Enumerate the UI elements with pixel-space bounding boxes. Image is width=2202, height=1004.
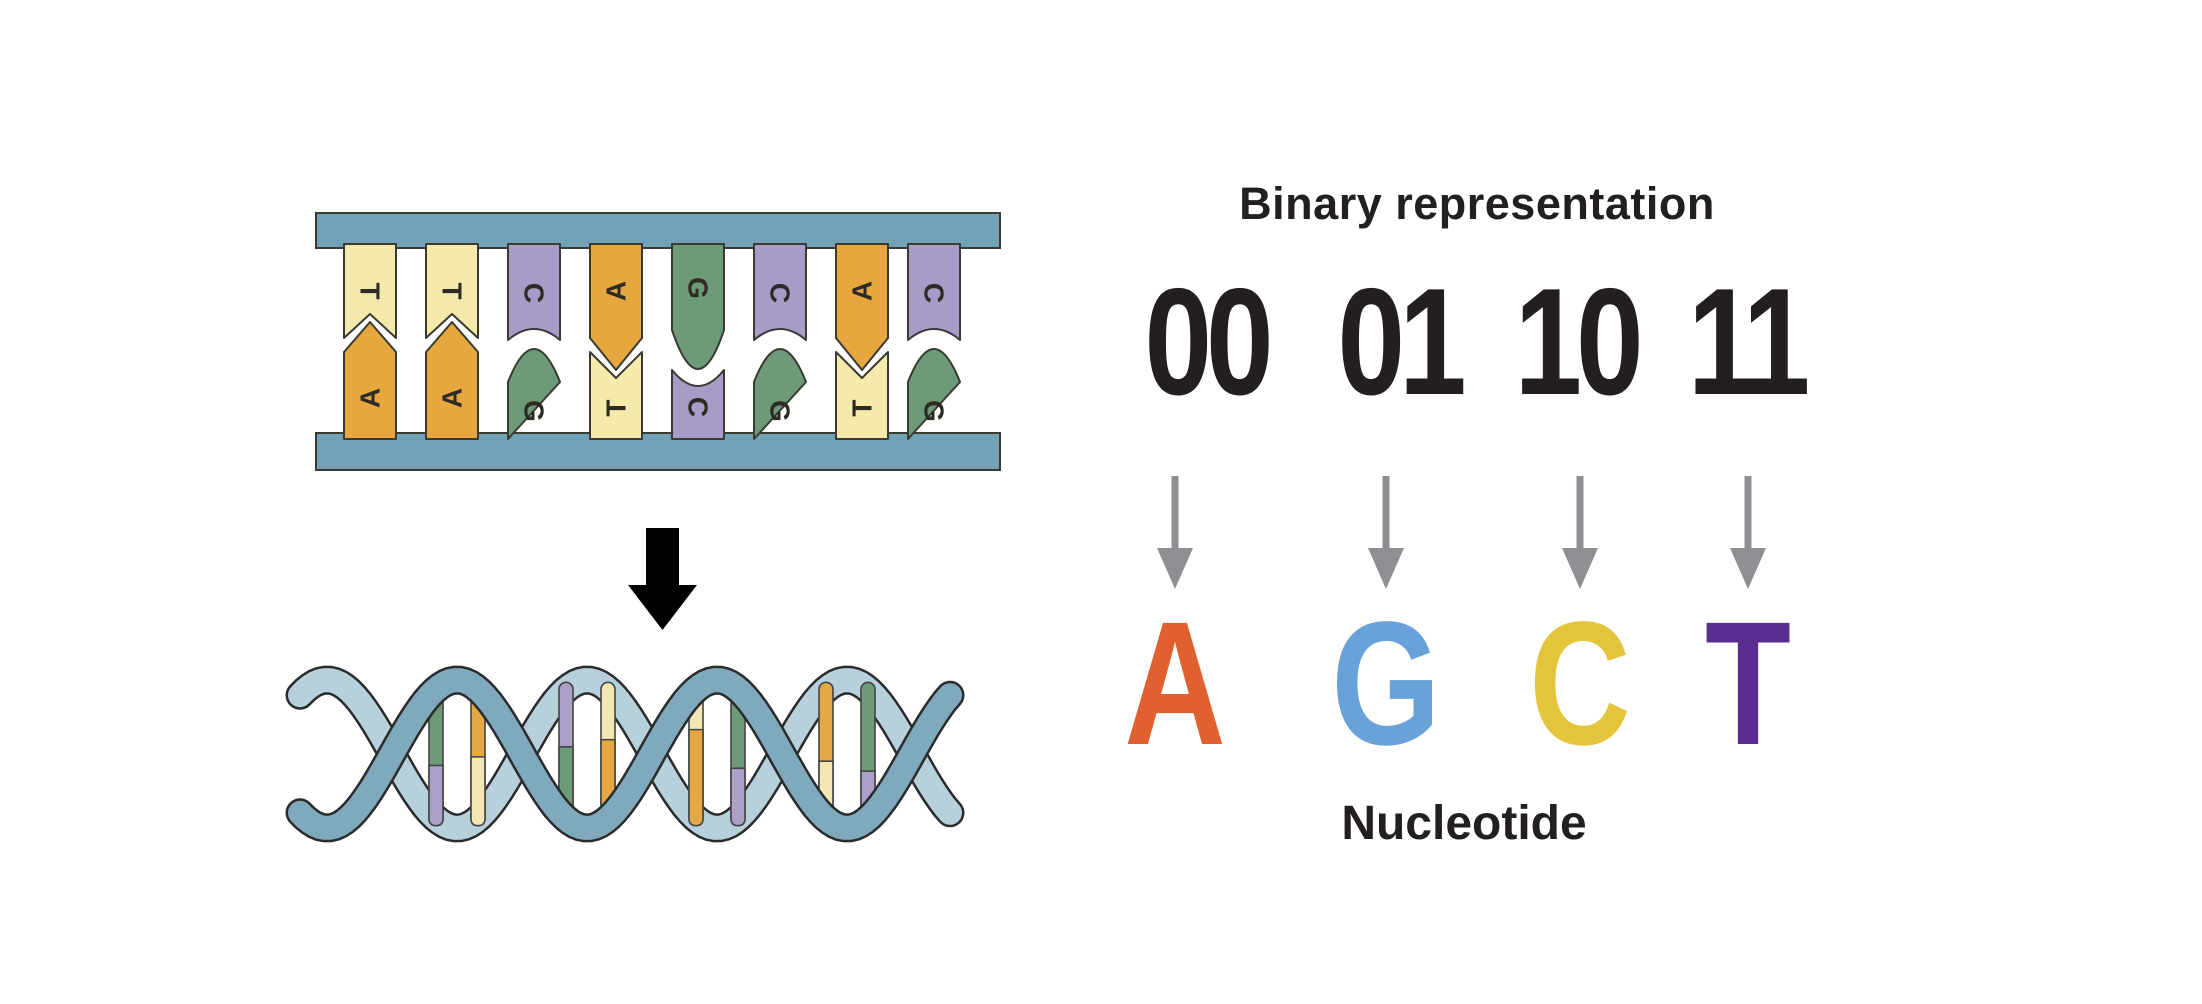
binary-value-00: 00	[1144, 257, 1273, 427]
binary-value-01: 01	[1337, 257, 1466, 427]
svg-text:T: T	[355, 282, 386, 299]
svg-text:A: A	[355, 388, 386, 408]
down-arrow-icon	[1562, 476, 1598, 589]
down-arrow-icon	[1368, 476, 1404, 589]
svg-text:A: A	[437, 388, 468, 408]
svg-text:C: C	[683, 397, 714, 417]
svg-text:G: G	[765, 400, 796, 422]
binary-representation-title: Binary representation	[1239, 178, 1715, 229]
binary-value-10: 10	[1514, 257, 1643, 427]
svg-text:A: A	[601, 281, 632, 301]
svg-text:C: C	[519, 283, 550, 303]
binary-value-11: 11	[1687, 257, 1810, 427]
nucleotide-letter-A: A	[1124, 586, 1226, 782]
svg-text:G: G	[919, 400, 950, 422]
svg-text:C: C	[919, 283, 950, 303]
svg-text:A: A	[847, 281, 878, 301]
dna-illustration: T A T A C G A T G C C G A T C G	[285, 212, 1001, 843]
dna-double-helix	[285, 665, 965, 843]
down-arrow-icon	[1730, 476, 1766, 589]
down-arrow-icon	[1157, 476, 1193, 589]
svg-text:G: G	[519, 400, 550, 422]
nucleotide-letter-G: G	[1331, 586, 1441, 782]
svg-text:T: T	[601, 399, 632, 416]
nucleotide-letter-T: T	[1704, 586, 1792, 782]
svg-text:C: C	[765, 283, 796, 303]
svg-text:G: G	[683, 277, 714, 299]
svg-text:T: T	[847, 399, 878, 416]
dna-ladder-unzipped: T A T A C G A T G C C G A T C G	[315, 212, 1001, 471]
svg-text:T: T	[437, 282, 468, 299]
nucleotide-letter-C: C	[1529, 586, 1631, 782]
nucleotide-label: Nucleotide	[1341, 797, 1587, 850]
transform-down-arrow-icon	[628, 528, 697, 630]
